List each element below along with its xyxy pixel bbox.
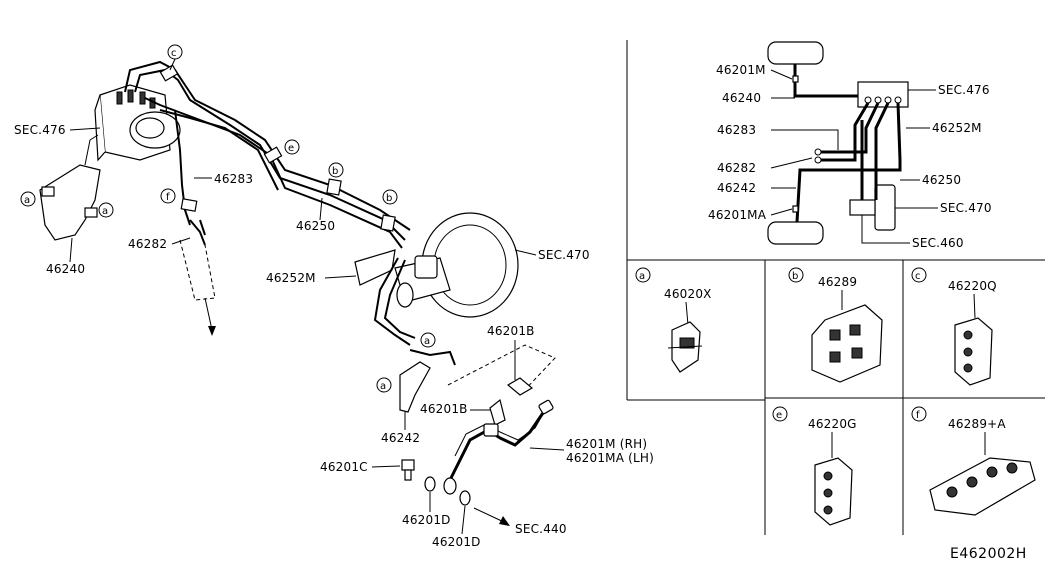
clip-cell-c: c 46220Q (911, 267, 997, 386)
schematic-label-46283: 46283 (717, 123, 756, 137)
piping-schematic (767, 41, 938, 245)
svg-text:a: a (24, 195, 30, 206)
schematic-label-46252M: 46252M (932, 121, 982, 135)
schematic-label-sec470: SEC.470 (940, 201, 992, 215)
svg-text:b: b (792, 271, 798, 282)
svg-text:a: a (102, 206, 108, 217)
svg-text:a: a (380, 381, 386, 392)
svg-text:e: e (776, 410, 782, 421)
clip-e-part-number: 46220G (808, 417, 857, 431)
clip-b-part-number: 46289 (818, 275, 857, 289)
svg-text:b: b (332, 166, 338, 177)
label-46201B-top: 46201B (487, 324, 535, 338)
clip-cell-a: a 46020X (635, 267, 712, 373)
clip-a-part-number: 46020X (664, 287, 712, 301)
svg-text:f: f (916, 410, 920, 421)
label-46240: 46240 (46, 262, 85, 276)
schematic-label-sec460: SEC.460 (912, 236, 964, 250)
schematic-label-46282: 46282 (717, 161, 756, 175)
label-46242: 46242 (381, 431, 420, 445)
callout-f-main: f (160, 188, 176, 204)
label-46252M: 46252M (266, 271, 316, 285)
svg-text:a: a (639, 271, 645, 282)
schematic-label-sec476: SEC.476 (938, 83, 990, 97)
label-46282: 46282 (128, 237, 167, 251)
schematic-label-46240: 46240 (722, 91, 761, 105)
callout-a-main-2: a (98, 202, 114, 218)
label-46201D-b: 46201D (432, 535, 481, 549)
callout-a-main-1: a (20, 191, 36, 207)
label-sec440: SEC.440 (515, 522, 567, 536)
clip-cell-f: f 46289+A (911, 406, 1036, 516)
svg-text:c: c (171, 48, 177, 59)
label-46283: 46283 (214, 172, 253, 186)
svg-text:c: c (915, 271, 921, 282)
label-46201D-a: 46201D (402, 513, 451, 527)
callout-b-main-2: b (382, 189, 398, 205)
brake-booster-drawing (394, 212, 519, 318)
clip-c-part-number: 46220Q (948, 279, 997, 293)
label-sec470: SEC.470 (538, 248, 590, 262)
clip-cell-e: e 46220G (772, 406, 857, 526)
label-sec476: SEC.476 (14, 123, 66, 137)
clip-cell-b: b 46289 (788, 267, 883, 383)
callout-a-main-3: a (420, 332, 436, 348)
svg-text:b: b (386, 193, 392, 204)
diagram-code: E462002H (950, 546, 1027, 562)
schematic-label-46201M: 46201M (716, 63, 766, 77)
callout-c-main: c (167, 44, 183, 71)
bracket-46240-drawing (39, 134, 101, 241)
label-46250: 46250 (296, 219, 335, 233)
label-46201M-rh: 46201M (RH) (566, 437, 647, 451)
schematic-label-46242: 46242 (717, 181, 756, 195)
svg-text:f: f (166, 192, 170, 203)
label-46201MA-lh: 46201MA (LH) (566, 451, 654, 465)
label-46201B-mid: 46201B (420, 402, 468, 416)
svg-text:e: e (288, 143, 294, 154)
clip-f-part-number: 46289+A (948, 417, 1006, 431)
bolt-46201C-drawing (401, 459, 415, 481)
callout-b-main-1: b (328, 162, 344, 178)
callout-e-main: e (284, 139, 300, 155)
schematic-label-46250: 46250 (922, 173, 961, 187)
schematic-label-46201MA: 46201MA (708, 208, 767, 222)
label-46201C: 46201C (320, 460, 368, 474)
svg-text:a: a (424, 336, 430, 347)
callout-a-main-4: a (376, 377, 392, 393)
abs-actuator-drawing (94, 84, 181, 162)
right-panel-frame (626, 40, 1045, 535)
